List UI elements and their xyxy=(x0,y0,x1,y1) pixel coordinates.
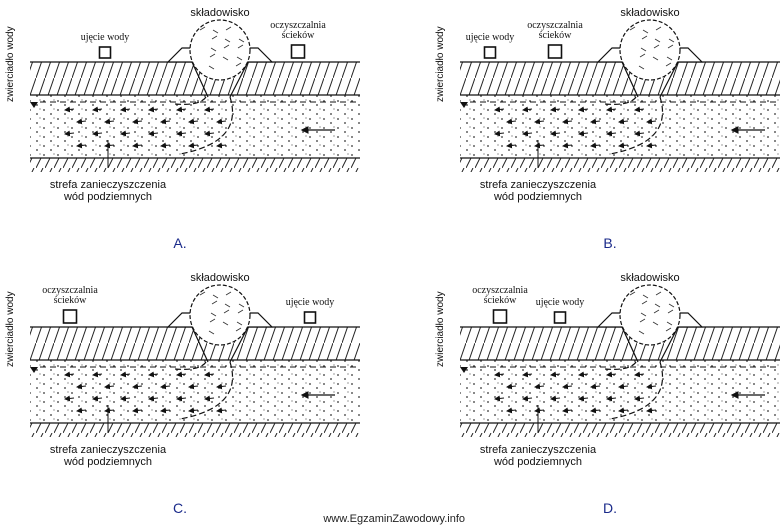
treatment-plant-box xyxy=(62,309,78,324)
option-label: B. xyxy=(603,235,616,251)
soil-layer xyxy=(460,327,780,360)
landfill-mound xyxy=(189,284,251,346)
option-label: D. xyxy=(603,500,617,516)
treatment-plant-box xyxy=(492,309,508,324)
intake-label: ujęcie wody xyxy=(466,32,515,43)
pollution-zone-label-line1: strefa zanieczyszczenia xyxy=(50,444,167,456)
option-label: A. xyxy=(173,235,186,251)
soil-layer xyxy=(30,327,360,360)
pollution-zone-label-line1: strefa zanieczyszczenia xyxy=(480,444,597,456)
pollution-zone-label-line1: strefa zanieczyszczenia xyxy=(480,179,597,191)
treatment-label-line2: ścieków xyxy=(282,30,316,41)
plume-boundary xyxy=(179,96,234,155)
bedrock-layer xyxy=(460,158,780,172)
diagram-panel: zwierciadło wody ujęcie wody oczyszczalnia… xyxy=(5,272,360,516)
soil-layer xyxy=(460,62,780,95)
soil-layer xyxy=(30,62,360,95)
treatment-plant-box xyxy=(290,44,306,59)
treatment-label-line1: oczyszczalnia xyxy=(527,20,583,31)
pollution-zone-label-line2: wód podziemnych xyxy=(493,191,582,203)
intake-label: ujęcie wody xyxy=(81,32,130,43)
diagram-panel: zwierciadło wody ujęcie wody oczyszczalnia… xyxy=(435,7,780,251)
footer-watermark: www.EgzaminZawodowy.info xyxy=(322,513,465,525)
landfill-label: składowisko xyxy=(190,7,249,19)
pollution-zone-label-line2: wód podziemnych xyxy=(63,456,152,468)
treatment-label-line2: ścieków xyxy=(54,295,88,306)
water-intake-box xyxy=(98,46,112,59)
option-label: C. xyxy=(173,500,187,516)
plume-boundary xyxy=(179,361,234,420)
intake-label: ujęcie wody xyxy=(286,297,335,308)
aquifer-layer xyxy=(30,360,360,423)
water-intake-box xyxy=(553,311,567,324)
water-intake-box xyxy=(483,46,497,59)
treatment-label-line2: ścieków xyxy=(539,30,573,41)
bedrock-layer xyxy=(460,423,780,437)
pollution-zone-label-line1: strefa zanieczyszczenia xyxy=(50,179,167,191)
treatment-plant-box xyxy=(547,44,563,59)
landfill-mound xyxy=(619,284,681,346)
landfill-mound xyxy=(189,19,251,81)
plume-boundary xyxy=(609,361,664,420)
water-table-side-label: zwierciadło wody xyxy=(5,291,16,367)
pollution-zone-label-line2: wód podziemnych xyxy=(493,456,582,468)
treatment-label-line1: oczyszczalnia xyxy=(42,285,98,296)
diagram-panel: zwierciadło wody ujęcie wody oczyszczalnia… xyxy=(435,272,780,516)
water-table-side-label: zwierciadło wody xyxy=(435,291,446,367)
water-intake-box xyxy=(303,311,317,324)
landfill-label: składowisko xyxy=(190,272,249,284)
plume-boundary xyxy=(609,96,664,155)
treatment-label-line2: ścieków xyxy=(484,295,518,306)
water-table-side-label: zwierciadło wody xyxy=(435,26,446,102)
landfill-label: składowisko xyxy=(620,272,679,284)
pollution-zone-label-line2: wód podziemnych xyxy=(63,191,152,203)
intake-label: ujęcie wody xyxy=(536,297,585,308)
bedrock-layer xyxy=(30,423,360,437)
landfill-label: składowisko xyxy=(620,7,679,19)
landfill-mound xyxy=(619,19,681,81)
treatment-label-line1: oczyszczalnia xyxy=(472,285,528,296)
bedrock-layer xyxy=(30,158,360,172)
diagram-panel: zwierciadło wody ujęcie wody oczyszczalnia… xyxy=(5,7,360,251)
water-table-side-label: zwierciadło wody xyxy=(5,26,16,102)
treatment-label-line1: oczyszczalnia xyxy=(270,20,326,31)
aquifer-layer xyxy=(30,95,360,158)
